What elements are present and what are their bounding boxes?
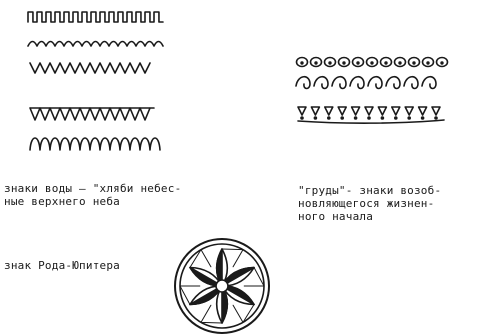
drop-dot — [328, 117, 330, 119]
rosette-hatch — [190, 250, 211, 268]
rosette-hatch — [233, 305, 254, 323]
drop-mark — [405, 107, 413, 115]
rosette-center — [216, 280, 228, 292]
circle-dot — [343, 62, 345, 64]
drop-mark — [352, 107, 360, 115]
drop-mark — [325, 107, 333, 115]
rosette-icon — [175, 239, 269, 333]
circle-dot — [399, 62, 401, 64]
drop-dot — [422, 117, 424, 119]
breast-signs-caption: "груды"- знаки возоб- новляющегося жизне… — [298, 184, 441, 223]
drop-row-icon — [298, 107, 444, 123]
rod-sign-caption: знак Рода-Юпитера — [4, 259, 120, 272]
drop-dot — [381, 117, 383, 119]
water-caption-line-1: знаки воды – "хляби небес- — [4, 182, 181, 195]
spiral-wave-row-icon — [296, 77, 436, 89]
water-signs-caption: знаки воды – "хляби небес- ные верхнего … — [4, 182, 181, 208]
loop-wave-band-icon — [30, 138, 160, 150]
circle-dot — [357, 62, 359, 64]
drop-dot — [435, 117, 437, 119]
drop-mark — [311, 107, 319, 115]
zigzag-band-icon — [30, 63, 150, 73]
drop-mark — [338, 107, 346, 115]
circle-dot — [301, 62, 303, 64]
drop-dot — [341, 117, 343, 119]
circle-dot — [315, 62, 317, 64]
circle-dot — [413, 62, 415, 64]
circle-dot — [385, 62, 387, 64]
rod-caption-line-1: знак Рода-Юпитера — [4, 259, 120, 272]
drop-dot — [368, 117, 370, 119]
drop-dot — [395, 117, 397, 119]
scalloped-wave-band-icon — [28, 42, 163, 47]
triangle-fringe-band-icon — [30, 108, 154, 120]
drop-dot — [314, 117, 316, 119]
circle-row-icon — [297, 58, 448, 67]
drop-base-line — [298, 120, 444, 123]
drop-dot — [408, 117, 410, 119]
circle-dot — [427, 62, 429, 64]
water-caption-line-2: ные верхнего неба — [4, 195, 181, 208]
circle-dot — [441, 62, 443, 64]
drop-mark — [365, 107, 373, 115]
drop-dot — [301, 117, 303, 119]
meander-band-icon — [28, 12, 163, 22]
drop-mark — [432, 107, 440, 115]
breast-caption-line-3: ного начала — [298, 210, 441, 223]
drop-mark — [392, 107, 400, 115]
drop-mark — [378, 107, 386, 115]
drop-dot — [355, 117, 357, 119]
circle-dot — [371, 62, 373, 64]
breast-caption-line-2: новляющегося жизнен- — [298, 197, 441, 210]
drop-mark — [298, 107, 306, 115]
drop-mark — [419, 107, 427, 115]
circle-dot — [329, 62, 331, 64]
breast-caption-line-1: "груды"- знаки возоб- — [298, 184, 441, 197]
